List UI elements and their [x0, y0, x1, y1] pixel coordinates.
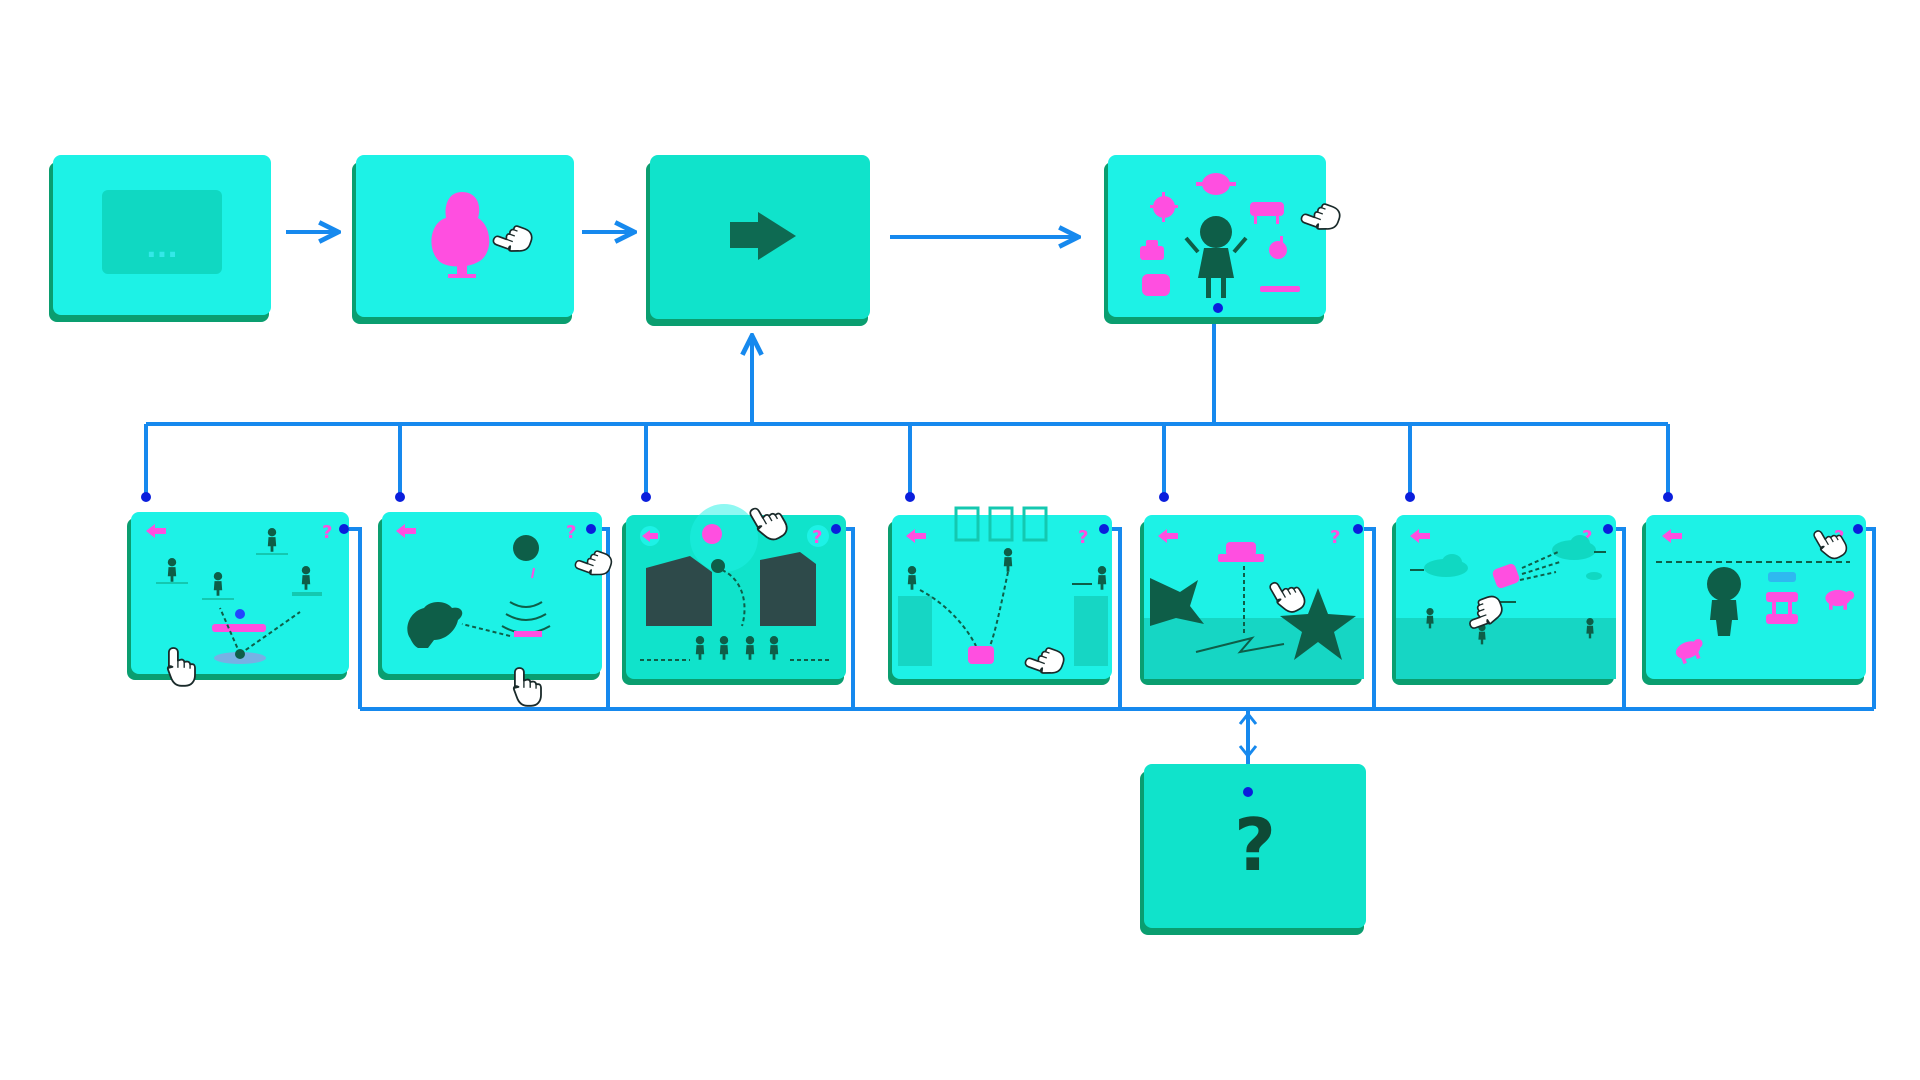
bracket-minigame-1: [344, 527, 362, 709]
minigame-card-5[interactable]: ?: [1140, 515, 1364, 685]
minigame-card-2[interactable]: ?: [378, 512, 615, 707]
arrow-right-icon: [730, 212, 796, 260]
back-arrow-icon[interactable]: [396, 524, 416, 538]
cloud-spray-icon: [1410, 535, 1606, 645]
help-button[interactable]: ?: [1582, 527, 1592, 548]
title-card[interactable]: [352, 155, 574, 324]
back-arrow-icon[interactable]: [146, 524, 166, 538]
connectors: [144, 232, 1876, 790]
select-card[interactable]: [1104, 155, 1344, 324]
tree-icon: [431, 192, 490, 278]
help-card[interactable]: ?: [1140, 764, 1366, 935]
play-card[interactable]: [646, 155, 870, 326]
back-arrow-icon[interactable]: [642, 530, 658, 542]
loading-panel: [102, 190, 222, 274]
minigame-card-1[interactable]: ?: [127, 512, 349, 687]
character-select-icon: [1140, 173, 1300, 298]
minigame-card-3[interactable]: ?: [622, 497, 846, 686]
help-button[interactable]: ?: [1078, 527, 1088, 548]
help-button[interactable]: ?: [322, 522, 332, 543]
back-arrow-icon[interactable]: [1662, 529, 1682, 543]
star-cannon-icon: [1150, 542, 1356, 660]
minigame-card-4[interactable]: ?: [888, 506, 1112, 685]
question-icon: ?: [1234, 803, 1276, 887]
rock-drop-icon: [640, 504, 830, 661]
minigame-card-7[interactable]: ?: [1642, 515, 1866, 685]
dog-whistle-icon: [407, 535, 551, 648]
back-arrow-icon[interactable]: [1158, 529, 1178, 543]
help-button[interactable]: ?: [1330, 527, 1340, 548]
node-dots: [141, 303, 1863, 797]
minigame-card-6[interactable]: ?: [1392, 515, 1616, 685]
back-arrow-icon[interactable]: [1410, 529, 1430, 543]
ellipsis-icon: ...: [146, 231, 178, 264]
help-button[interactable]: ?: [812, 527, 822, 548]
bounce-platform-icon: [156, 528, 322, 664]
loading-card[interactable]: ...: [49, 155, 271, 322]
help-button[interactable]: ?: [566, 522, 576, 543]
back-arrow-icon[interactable]: [906, 529, 926, 543]
pig-stack-icon: [1656, 561, 1855, 666]
catch-jump-icon: [898, 506, 1108, 666]
